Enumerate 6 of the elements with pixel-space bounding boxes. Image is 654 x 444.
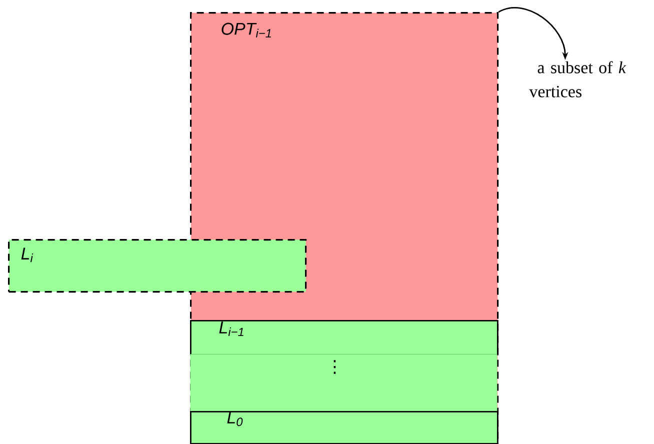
dashed-box: L$_{i}$ bbox=[8, 238, 307, 293]
band: ⋮ bbox=[190, 354, 498, 412]
node-label: ⋮ bbox=[334, 360, 336, 374]
band: L$_{i−1}$ bbox=[190, 320, 498, 356]
note-text: a subset of k vertices bbox=[529, 61, 626, 98]
band: L$_{0}$ bbox=[190, 410, 498, 444]
